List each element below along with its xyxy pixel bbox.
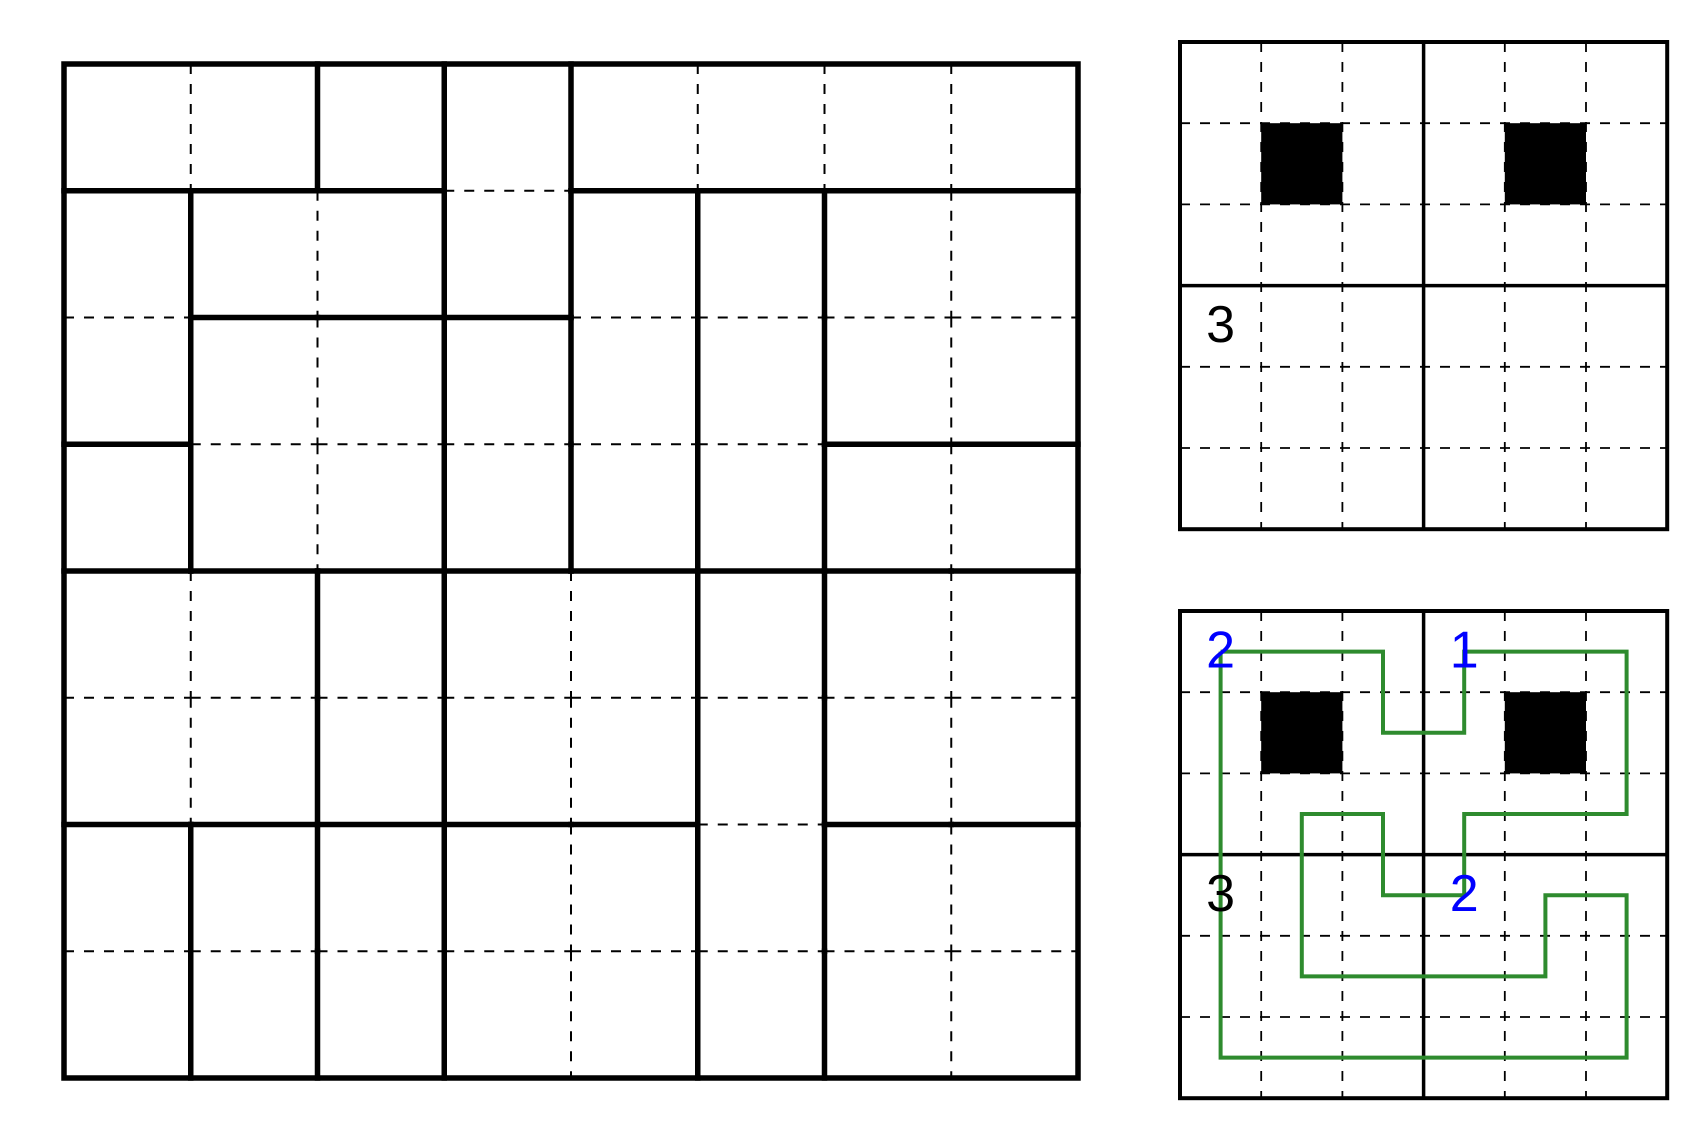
example-puzzle-border xyxy=(1178,40,1670,532)
filled-cell xyxy=(1504,123,1586,205)
solution-number: 2 xyxy=(1206,621,1235,679)
filled-cell xyxy=(1504,692,1586,774)
given-number: 3 xyxy=(1206,296,1235,354)
example-puzzle-grid: 3 xyxy=(1178,40,1670,532)
given-number: 3 xyxy=(1206,865,1235,923)
filled-cell xyxy=(1261,692,1343,774)
filled-cell xyxy=(1261,123,1343,205)
example-solution-grid: 3 2 1 2 xyxy=(1178,609,1670,1101)
main-puzzle-grid xyxy=(61,61,1081,1081)
solution-number: 2 xyxy=(1450,865,1479,923)
main-puzzle-border xyxy=(61,61,1081,1081)
solution-loop xyxy=(1218,649,1629,1060)
example-solution-border xyxy=(1178,609,1670,1101)
solution-number: 1 xyxy=(1450,621,1479,679)
